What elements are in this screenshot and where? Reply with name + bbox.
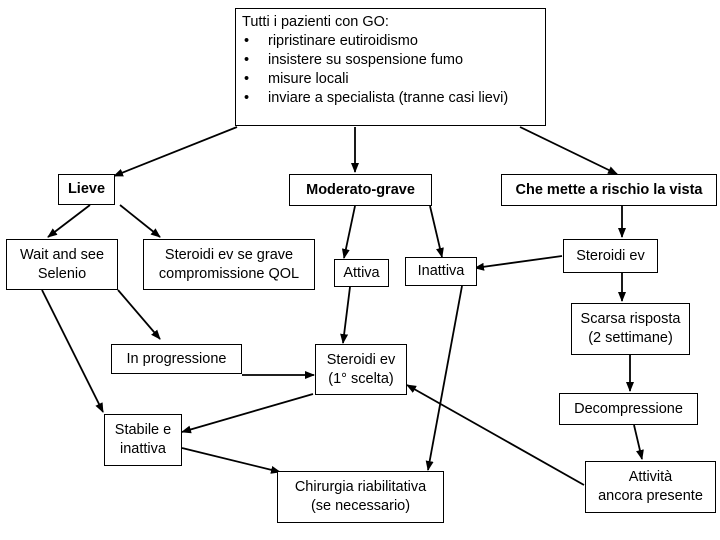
lieve-label: Lieve: [67, 181, 106, 197]
box-steroidi-ev: Steroidi ev: [563, 239, 658, 273]
root-item: inviare a specialista (tranne casi lievi…: [242, 89, 508, 108]
root-title: Tutti i pazienti con GO:: [242, 14, 389, 30]
box-moderato-grave: Moderato-grave: [289, 174, 432, 206]
root-list: ripristinare eutiroidismo insistere su s…: [242, 32, 508, 108]
scarsa-risposta-line2: (2 settimane): [588, 330, 673, 346]
steroidi-ev-label: Steroidi ev: [576, 247, 645, 264]
moderato-grave-label: Moderato-grave: [306, 181, 415, 198]
arrow-attiva-to-steroidi-prima: [340, 286, 351, 344]
scarsa-risposta-line1: Scarsa risposta: [580, 311, 681, 327]
arrow-stabile-to-chirurgia: [181, 447, 281, 474]
box-inattiva: Inattiva: [405, 257, 477, 286]
wait-and-see-line1: Wait and see: [19, 246, 105, 263]
steroidi-qol-line1: Steroidi ev se grave: [164, 246, 294, 263]
attivita-line2: ancora presente: [598, 488, 703, 504]
chirurgia-line2: (se necessario): [310, 498, 411, 514]
box-attiva: Attiva: [334, 259, 389, 287]
chirurgia-line1: Chirurgia riabilitativa: [294, 479, 427, 495]
root-item: misure locali: [242, 70, 508, 89]
box-chirurgia-riabilitativa: Chirurgia riabilitativa (se necessario): [277, 471, 444, 523]
arrow-attivita-to-steroidi-prima: [406, 384, 585, 486]
box-attivita-presente: Attività ancora presente: [585, 461, 716, 513]
box-scarsa-risposta: Scarsa risposta (2 settimane): [571, 303, 690, 355]
steroidi-prima-line2: (1° scelta): [328, 370, 394, 387]
stabile-line1: Stabile e: [114, 422, 172, 438]
box-decompressione: Decompressione: [559, 393, 698, 425]
arrow-inattiva-to-chirurgia: [425, 285, 463, 471]
in-progressione-label: In progressione: [126, 350, 227, 367]
root-item: insistere su sospensione fumo: [242, 51, 508, 70]
box-root: Tutti i pazienti con GO: ripristinare eu…: [235, 8, 546, 126]
arrow-root-to-lieve: [113, 126, 238, 177]
attivita-line1: Attività: [628, 469, 673, 485]
box-in-progressione: In progressione: [111, 344, 242, 374]
arrow-moderato-to-attiva: [341, 205, 356, 259]
steroidi-qol-line2: compromissione QOL: [158, 265, 300, 282]
decompressione-label: Decompressione: [574, 400, 683, 417]
arrow-steroidi-prima-to-stabile: [181, 393, 314, 434]
arrow-wait-to-stabile: [41, 289, 104, 413]
arrow-wait-to-progressione: [117, 289, 161, 340]
inattiva-label: Inattiva: [417, 263, 465, 279]
arrow-lieve-to-wait: [47, 204, 91, 238]
stabile-line2: inattiva: [120, 441, 166, 457]
arrow-lieve-to-steroidi-qol: [119, 204, 161, 238]
root-item: ripristinare eutiroidismo: [242, 32, 508, 51]
box-rischio-vista: Che mette a rischio la vista: [501, 174, 717, 206]
box-lieve: Lieve: [58, 174, 115, 205]
attiva-label: Attiva: [343, 264, 380, 281]
rischio-vista-label: Che mette a rischio la vista: [515, 181, 703, 198]
wait-and-see-line2: Selenio: [37, 265, 87, 282]
arrow-steroidi-ev-to-inattiva: [474, 255, 563, 271]
arrow-root-to-vista: [519, 126, 618, 175]
box-wait-and-see: Wait and see Selenio: [6, 239, 118, 290]
arrow-decompressione-to-attivita: [633, 424, 644, 460]
box-steroidi-prima-scelta: Steroidi ev (1° scelta): [315, 344, 407, 395]
box-steroidi-qol: Steroidi ev se grave compromissione QOL: [143, 239, 315, 290]
arrow-moderato-to-inattiva: [429, 205, 444, 258]
box-stabile-inattiva: Stabile e inattiva: [104, 414, 182, 466]
steroidi-prima-line1: Steroidi ev: [326, 351, 396, 368]
